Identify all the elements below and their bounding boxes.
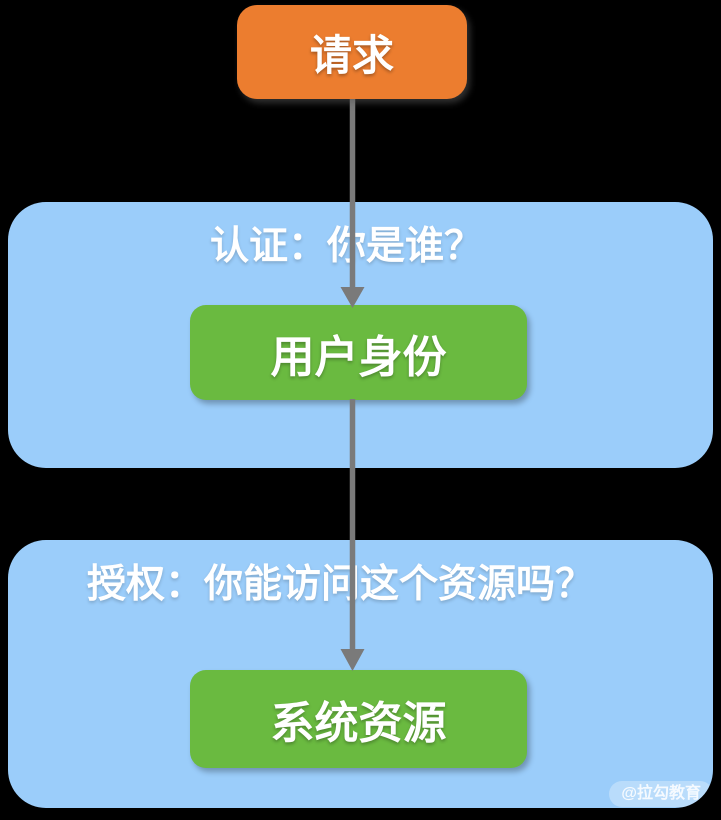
authorization-section: 授权：你能访问这个资源吗？ 系统资源 @拉勾教育 (8, 540, 713, 808)
authorization-section-title: 授权：你能访问这个资源吗？ (86, 563, 594, 606)
down-arrow-icon-identity-to-resource (340, 399, 365, 671)
down-arrow-icon-request-to-identity (340, 97, 365, 308)
request-node-label: 请求 (309, 31, 394, 79)
user-identity-node-label: 用户身份 (270, 332, 447, 382)
authentication-section: 认证：你是谁？ 用户身份 (8, 202, 713, 468)
authentication-section-title: 认证：你是谁？ (209, 225, 483, 268)
user-identity-node: 用户身份 (190, 305, 527, 400)
watermark-badge: @拉勾教育 (609, 781, 713, 807)
request-node: 请求 (237, 5, 467, 99)
system-resource-node: 系统资源 (190, 670, 527, 768)
system-resource-node-label: 系统资源 (270, 699, 447, 748)
